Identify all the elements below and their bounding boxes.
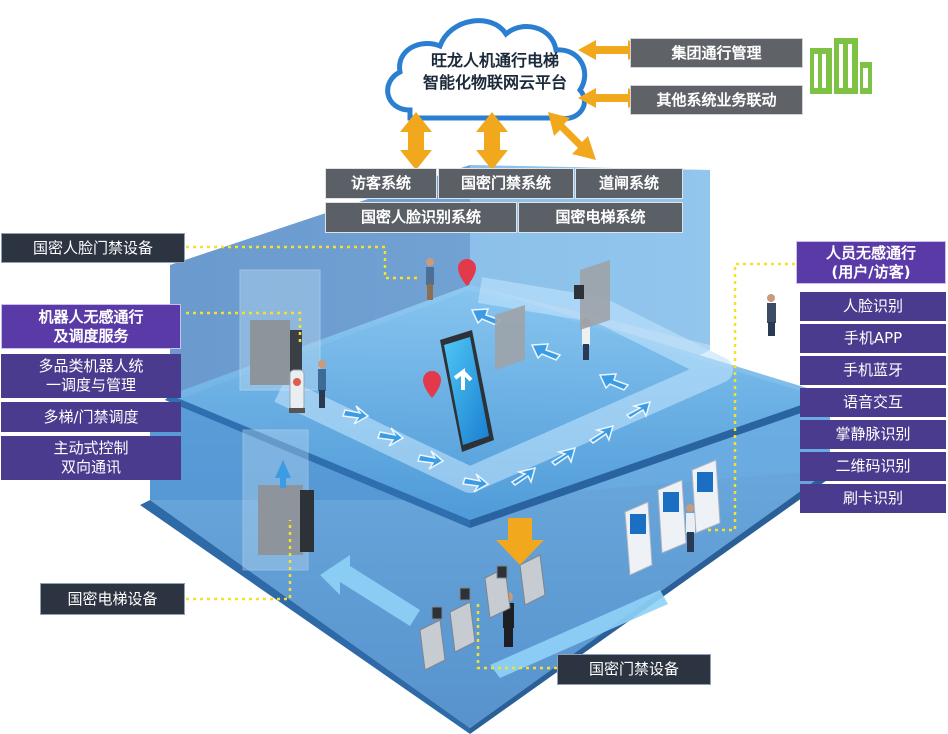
cloud-icon xyxy=(385,18,588,122)
leader-lines xyxy=(186,245,795,670)
face-recognition-system-label: 国密人脸识别系统 xyxy=(325,202,517,233)
personnel-access-title: 人员无感通行 (用户/访客) xyxy=(796,241,946,284)
flow-arrow xyxy=(510,466,537,486)
flow-arrow xyxy=(550,446,577,466)
elevator-device-label: 国密电梯设备 xyxy=(40,583,185,615)
connector-arrows xyxy=(400,40,646,170)
cloud-title-line1: 旺龙人机通行电梯 xyxy=(430,51,559,70)
flow-arrow xyxy=(598,373,630,391)
turnstile-icon xyxy=(419,554,546,671)
elevator-system-label: 国密电梯系统 xyxy=(518,202,683,233)
building-icon xyxy=(810,38,872,94)
smartphone-icon xyxy=(440,330,494,452)
flow-arrow xyxy=(625,400,652,419)
flow-arrow xyxy=(588,424,615,444)
lower-flow-arrows xyxy=(320,555,668,678)
robot-feature-item: 主动式控制 双向通讯 xyxy=(1,436,181,480)
face-access-device-label: 国密人脸门禁设备 xyxy=(1,233,185,263)
access-control-system-label: 国密门禁系统 xyxy=(438,168,574,199)
flow-arrow xyxy=(462,473,490,493)
cloud-platform-title: 旺龙人机通行电梯 智能化物联网云平台 xyxy=(405,50,585,94)
robot-icon xyxy=(289,369,305,413)
recognition-method-item: 手机蓝牙 xyxy=(800,356,946,385)
robot-feature-item: 多品类机器人统 一调度与管理 xyxy=(1,354,181,398)
recognition-method-item: 掌静脉识别 xyxy=(800,420,946,449)
location-pin-icon xyxy=(423,259,476,398)
group-management-label: 集团通行管理 xyxy=(630,38,803,68)
face-gate-icon xyxy=(495,260,610,370)
flow-arrows xyxy=(342,308,652,493)
down-arrow-icon xyxy=(496,518,544,565)
access-control-device-label: 国密门禁设备 xyxy=(557,654,711,685)
robot-feature-item: 多梯/门禁调度 xyxy=(1,402,181,432)
flow-arrow xyxy=(342,405,370,425)
visitor-system-label: 访客系统 xyxy=(325,168,437,199)
person-icon xyxy=(318,258,776,647)
recognition-method-item: 人脸识别 xyxy=(800,292,946,321)
kiosk-icon xyxy=(624,459,721,576)
flow-arrow xyxy=(530,343,562,361)
flow-arrow xyxy=(417,450,445,470)
recognition-method-item: 语音交互 xyxy=(800,388,946,417)
flow-arrow xyxy=(470,308,502,326)
recognition-method-item: 手机APP xyxy=(800,324,946,353)
robot-service-title: 机器人无感通行 及调度服务 xyxy=(1,304,181,349)
walkway xyxy=(274,277,733,493)
flow-arrow xyxy=(377,427,405,447)
recognition-method-item: 二维码识别 xyxy=(800,452,946,481)
barrier-gate-system-label: 道闸系统 xyxy=(575,168,683,199)
recognition-method-item: 刷卡识别 xyxy=(800,484,946,513)
cloud-title-line2: 智能化物联网云平台 xyxy=(422,73,567,92)
other-system-linkage-label: 其他系统业务联动 xyxy=(630,85,803,115)
